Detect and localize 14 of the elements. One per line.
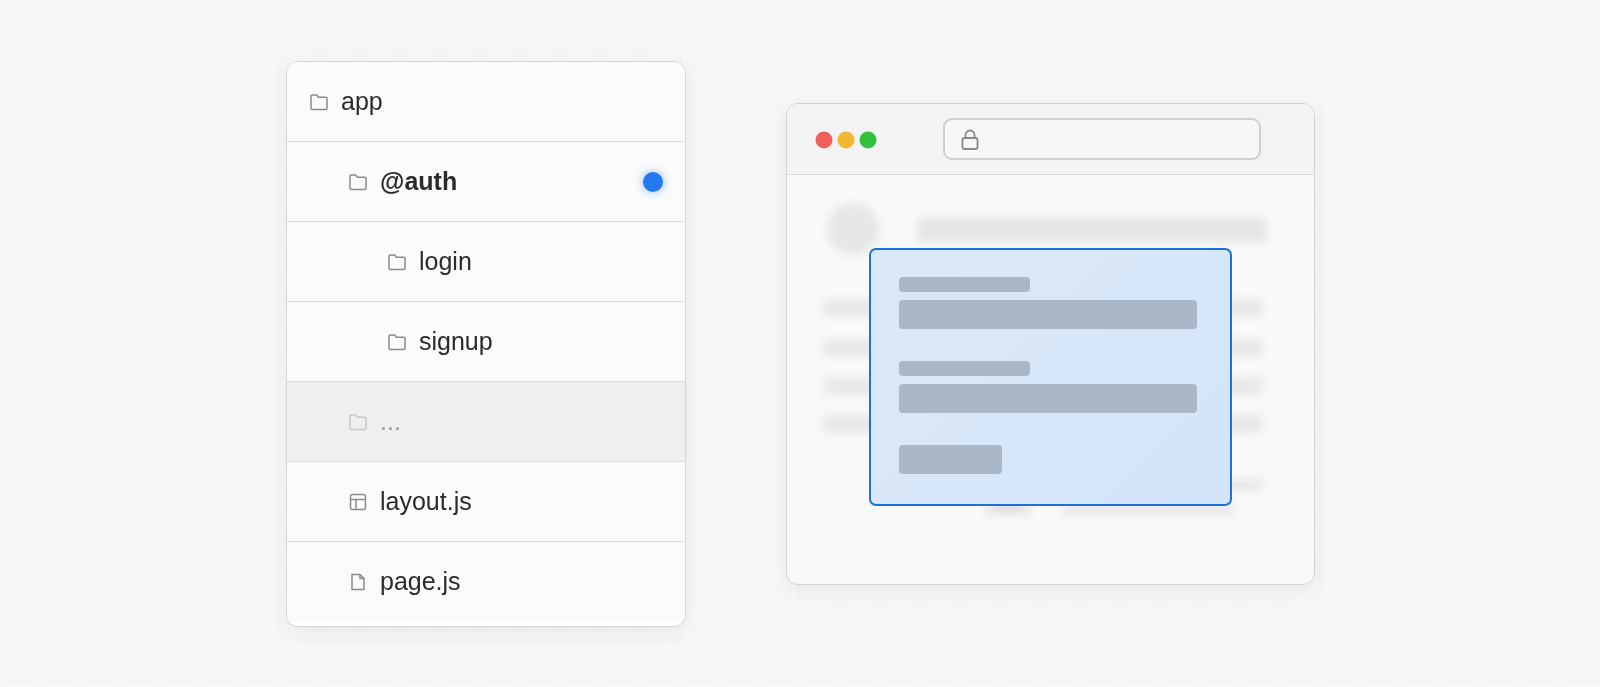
tree-row (287, 62, 685, 142)
file-name: layout.js (380, 487, 472, 516)
tree-row (287, 382, 685, 462)
folder-name: signup (419, 327, 493, 356)
tree-row (287, 302, 685, 382)
file-name: page.js (380, 567, 461, 596)
tree-row (287, 462, 685, 542)
tree-row (287, 222, 685, 302)
tree-row (287, 142, 685, 222)
tree-row (287, 542, 685, 622)
folder-name: app (341, 87, 383, 116)
folder-name: login (419, 247, 472, 276)
folder-name: @auth (380, 167, 458, 196)
folder-name: ... (380, 407, 401, 436)
